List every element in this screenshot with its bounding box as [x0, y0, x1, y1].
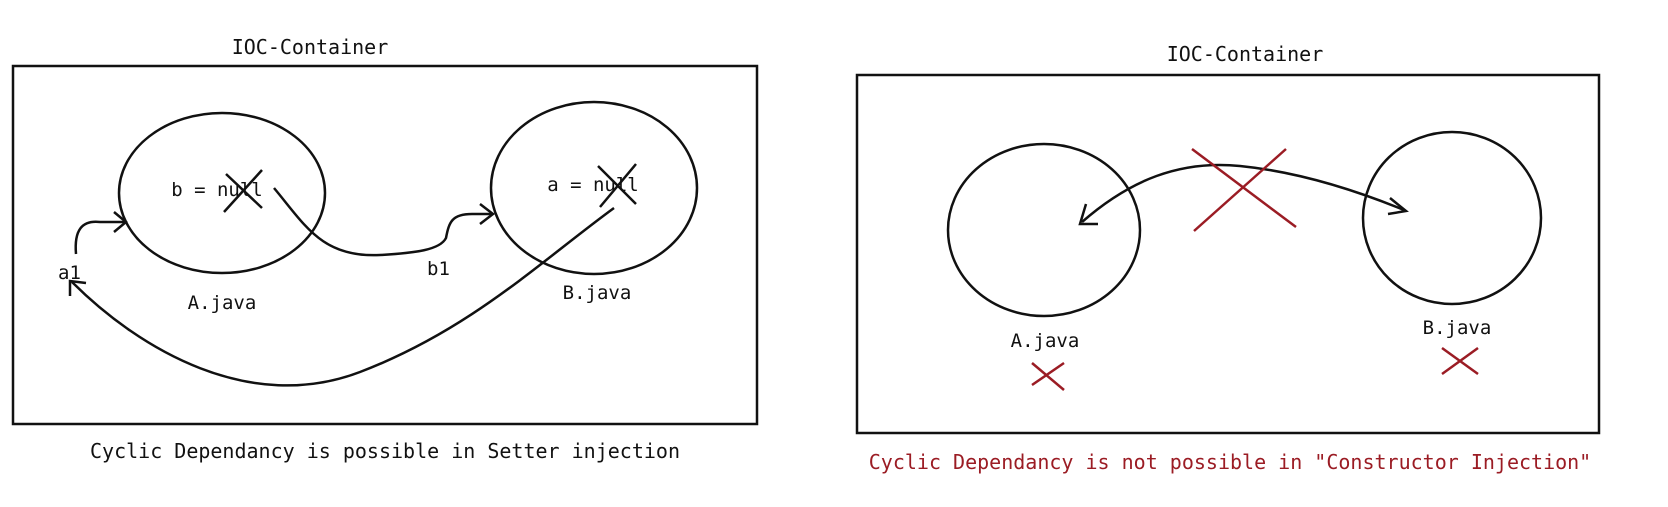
- left-bean-b-circle: [489, 100, 699, 276]
- left-bean-a-cross-mark: [223, 169, 263, 213]
- left-ref-a-label: a1: [58, 262, 81, 284]
- left-ref-b-label: b1: [427, 258, 450, 280]
- right-bean-a-circle: [946, 142, 1142, 318]
- arrow-a1-to-bean-a: [74, 211, 128, 255]
- left-bean-b-field: a = null: [547, 174, 639, 196]
- left-caption: Cyclic Dependancy is possible in Setter …: [90, 439, 680, 463]
- setter-injection-panel: IOC-Container b = null A.java a = null B…: [11, 35, 759, 463]
- arrow-bean-b-to-a1: [68, 206, 615, 387]
- left-bean-a-field: b = null: [171, 179, 263, 201]
- right-bean-b-circle: [1361, 130, 1543, 306]
- left-bean-a-name: A.java: [188, 292, 257, 314]
- left-bean-b-name: B.java: [563, 282, 632, 304]
- right-bean-b-failure-mark: [1441, 346, 1479, 376]
- right-caption: Cyclic Dependancy is not possible in "Co…: [869, 450, 1591, 474]
- left-bean-b-cross-mark: [597, 163, 637, 208]
- right-container-title: IOC-Container: [1167, 42, 1324, 66]
- left-bean-a-circle: [117, 111, 327, 275]
- not-allowed-cross-mark: [1191, 148, 1297, 232]
- right-bean-a-name: A.java: [1011, 330, 1080, 352]
- right-bean-b-name: B.java: [1423, 317, 1492, 339]
- arrow-bean-a-to-bean-b: [273, 187, 496, 257]
- constructor-injection-panel: IOC-Container A.java B.java Cyclic Depen…: [855, 42, 1601, 474]
- left-container-box: [11, 64, 759, 426]
- left-container-title: IOC-Container: [232, 35, 389, 59]
- right-bean-a-failure-mark: [1031, 361, 1065, 391]
- bidirectional-arrow: [1078, 163, 1409, 226]
- right-container-box: [855, 73, 1601, 435]
